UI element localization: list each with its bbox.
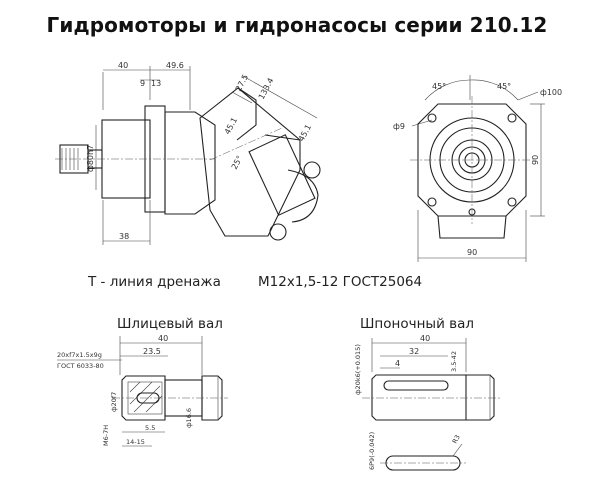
- dim-23-5: 23.5: [143, 347, 161, 356]
- splined-shaft-label: Шлицевый вал: [117, 316, 223, 332]
- dim-80h7: ф80h7: [86, 145, 95, 172]
- dim-d16-6: ф16.6: [185, 408, 193, 428]
- dim-3-5: 3.5-42: [450, 351, 458, 372]
- dim-133-4: 133.4: [257, 76, 276, 100]
- keyed-shaft-label: Шпоночный вал: [360, 316, 474, 332]
- dim-d20f7: ф20f7: [110, 392, 118, 412]
- splined-shaft-drawing: 40 23.5 20хf7х1.5х9g ГОСТ 6033-80 ф20f7 …: [57, 334, 228, 447]
- dim-13: 13: [151, 79, 161, 88]
- drain-line-label: Т - линия дренажа: [88, 274, 221, 290]
- dim-r3: R3: [451, 434, 462, 445]
- dim-d9: ф9: [393, 122, 405, 131]
- keyed-shaft-drawing: 40 32 4 3.5-42 ф20k6(+0.015) 6P9(-0.042)…: [354, 334, 502, 471]
- dim-49-6: 49.6: [166, 61, 184, 70]
- dim-5-5: 5.5: [145, 424, 155, 432]
- dim-m6: М6-7Н: [102, 425, 110, 446]
- side-view: 40 9 13 49.6 133.4 27.5 45.1 45.1 25° ф8…: [55, 61, 321, 245]
- dim-6p9: 6P9(-0.042): [368, 432, 376, 470]
- thread-spec-label: М12х1,5-12 ГОСТ25064: [258, 274, 423, 290]
- dim-9: 9: [140, 79, 145, 88]
- dim-45-1-a: 45.1: [223, 116, 239, 136]
- dim-40-spline: 40: [158, 334, 168, 343]
- page-title: Гидромоторы и гидронасосы серии 210.12: [46, 13, 548, 37]
- dim-25-deg: 25°: [230, 154, 245, 171]
- spline-spec: 20хf7х1.5х9g: [57, 351, 102, 359]
- front-view: 45° 45° ф100 ф9 90 90: [393, 75, 562, 262]
- dim-90-horizontal: 90: [467, 248, 477, 257]
- spline-gost: ГОСТ 6033-80: [57, 362, 104, 370]
- dim-4: 4: [395, 359, 400, 368]
- dim-14: 14-15: [126, 438, 145, 446]
- dim-32: 32: [409, 347, 419, 356]
- dim-90-vertical: 90: [531, 155, 540, 165]
- dim-38: 38: [119, 232, 129, 241]
- angle-45-left: 45°: [432, 82, 446, 91]
- dim-40-key: 40: [420, 334, 430, 343]
- dim-d20k6: ф20k6(+0.015): [354, 344, 362, 395]
- dim-d100: ф100: [540, 88, 562, 97]
- angle-45-right: 45°: [497, 82, 511, 91]
- dim-40-side: 40: [118, 61, 128, 70]
